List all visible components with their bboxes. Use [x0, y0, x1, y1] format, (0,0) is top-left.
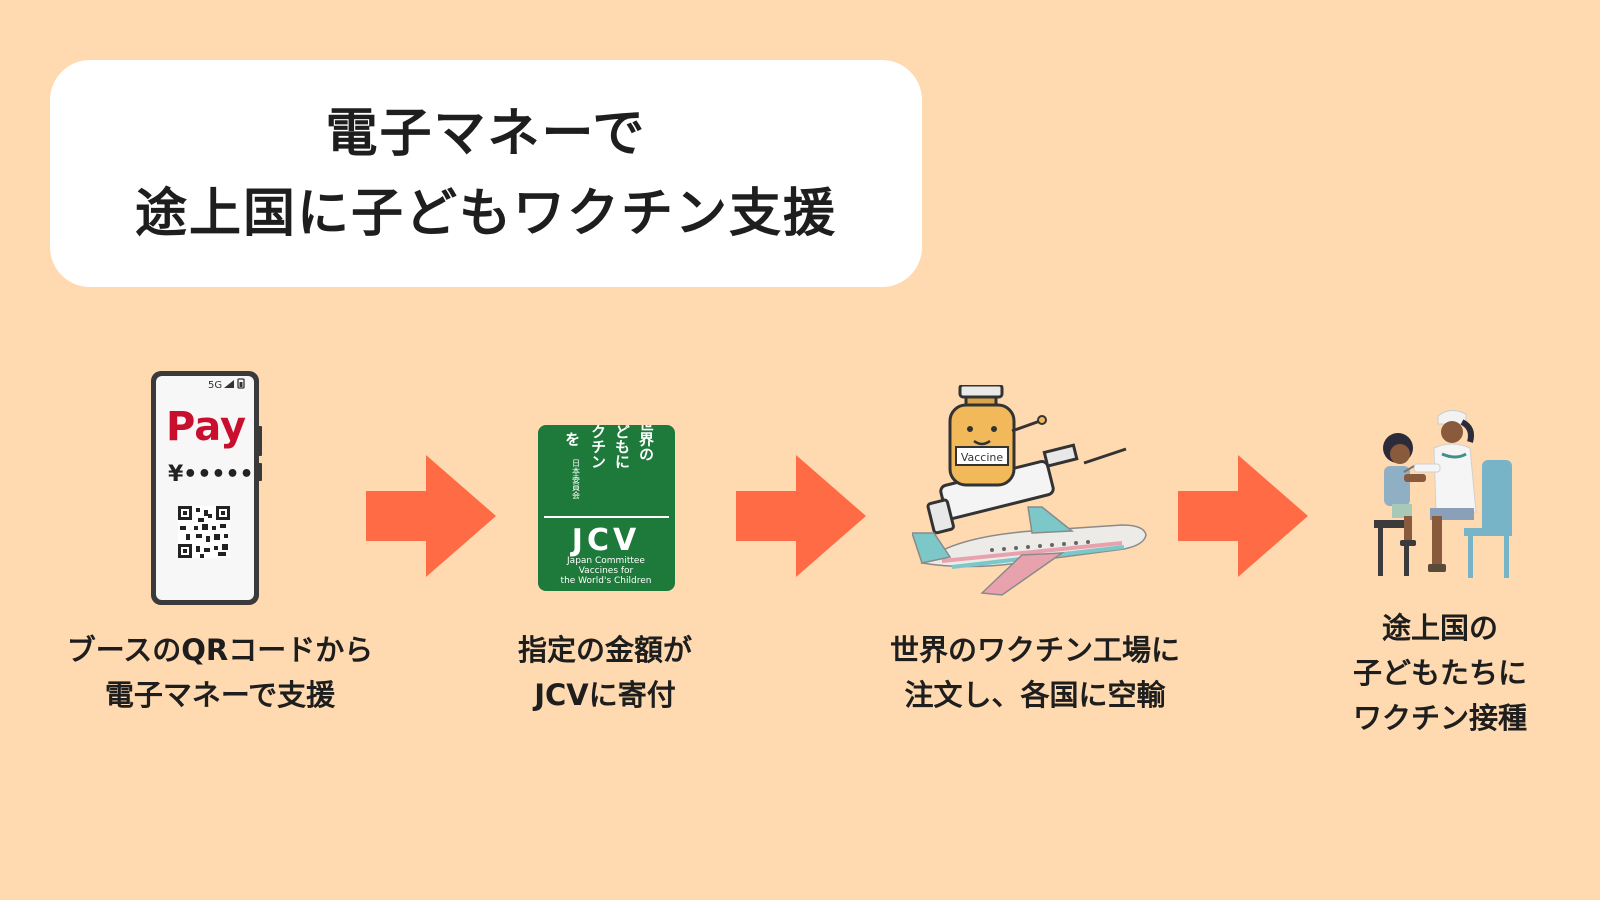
logo-col-3: ワクチン: [589, 425, 607, 469]
nurse-figure: [1403, 410, 1477, 572]
step-2-line-1: 指定の金額が: [517, 633, 692, 667]
child-figure: [1383, 433, 1426, 546]
jcv-logo: 世界の 子どもに ワクチン を 日本委員会 JCV Japan Committe…: [538, 425, 675, 591]
vaccine-vial-character: Vaccine: [948, 385, 1047, 487]
step-4-caption: 途上国の 子どもたちに ワクチン接種: [1300, 606, 1580, 741]
nurse-vaccinating-child-icon: [1374, 410, 1512, 578]
step-3-line-2: 注文し、各国に空輸: [904, 678, 1166, 712]
logo-en-1: Japan Committee: [566, 556, 645, 566]
step-3-caption: 世界のワクチン工場に 注文し、各国に空輸: [845, 628, 1225, 718]
step-2-caption: 指定の金額が JCVに寄付: [470, 628, 740, 718]
status-5g-text: 5G: [208, 380, 222, 391]
logo-col-1: 世界の: [637, 425, 655, 462]
amount-text: ¥•••••: [168, 462, 254, 487]
title-line-2: 途上国に子どもワクチン支援: [134, 183, 837, 244]
step-3-line-1: 世界のワクチン工場に: [889, 633, 1180, 667]
title-card: 電子マネーで 途上国に子どもワクチン支援: [50, 60, 922, 287]
pay-label: Pay: [166, 404, 246, 450]
logo-col-4: を: [563, 432, 581, 447]
vaccine-label-text: Vaccine: [961, 451, 1004, 464]
logo-col-2: 子どもに: [613, 425, 631, 469]
arrow-right-icon: [736, 455, 866, 577]
arrow-right-icon: [1178, 455, 1308, 577]
step-4-line-1: 途上国の: [1381, 611, 1498, 645]
airplane-icon: [912, 506, 1147, 596]
logo-en-2: Vaccines for: [579, 566, 634, 576]
vaccine-airplane-icon: Vaccine: [912, 385, 1147, 596]
step-1-line-1: ブースのQRコードから: [66, 633, 374, 667]
logo-small-text: 日本委員会: [572, 459, 581, 500]
qr-code-icon: [178, 506, 230, 558]
logo-abbr: JCV: [570, 523, 640, 558]
title-line-1: 電子マネーで: [325, 103, 647, 164]
logo-en-3: the World's Children: [561, 576, 652, 586]
step-4-line-2: 子どもたちに: [1352, 656, 1527, 690]
step-1-caption: ブースのQRコードから 電子マネーで支援: [20, 628, 420, 718]
arrow-right-icon: [366, 455, 496, 577]
step-2-line-2: JCVに寄付: [534, 678, 676, 712]
step-1-line-2: 電子マネーで支援: [104, 678, 336, 712]
smartphone-pay-icon: 5G Pay ¥•••••: [151, 371, 262, 605]
step-4-line-3: ワクチン接種: [1352, 701, 1527, 735]
